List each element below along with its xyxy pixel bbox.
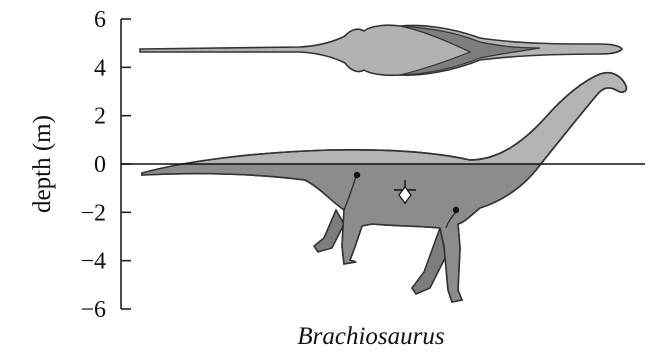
y-tick-label: 2 [94, 104, 106, 130]
y-tick-label: −6 [80, 297, 106, 323]
y-tick-label: 0 [94, 152, 106, 178]
side-view-silhouette [142, 73, 626, 302]
dorsal-view-silhouette [140, 25, 622, 75]
y-tick-label: 6 [94, 7, 106, 33]
y-axis-title: depth (m) [29, 115, 56, 213]
y-tick-label: −2 [80, 200, 106, 226]
y-tick-label: 4 [94, 55, 106, 81]
y-tick-label: −4 [80, 249, 106, 275]
y-axis-ticks: 6 4 2 0 −2 −4 −6 [80, 7, 131, 323]
figure-caption: Brachiosaurus [297, 323, 444, 350]
